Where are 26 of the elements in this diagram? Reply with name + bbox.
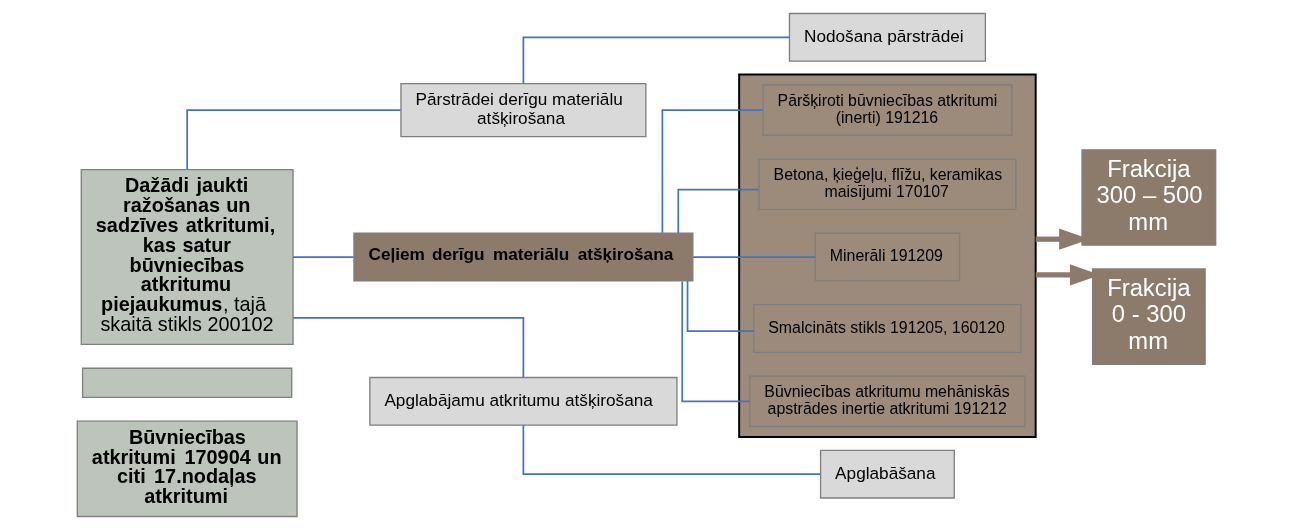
connector bbox=[661, 109, 764, 234]
node-box: Apglabājamu atkritumu atšķirošana bbox=[369, 376, 678, 426]
node-box: Frakcija 300 – 500 mm bbox=[1081, 149, 1217, 246]
node-box: Dažādi jaukti ražošanas un sadzīves atkritumi, kas satur būvniecības atkritumu piejaukumus, tajā skaitā stikls 200102 bbox=[80, 169, 294, 346]
node-box: Minerāli 191209 bbox=[814, 232, 961, 282]
node-box: Nodošana pārstrādei bbox=[788, 12, 987, 62]
node-box: Frakcija 0 - 300 mm bbox=[1091, 268, 1206, 365]
connector bbox=[681, 280, 751, 403]
node-box: Būvniecības atkritumi 170904 un citi 17.nodaļas atkritumi bbox=[76, 420, 298, 518]
node-box: Smalcināts stikls 191205, 160120 bbox=[753, 304, 1022, 354]
cluster bbox=[738, 73, 1037, 439]
connector bbox=[692, 256, 817, 258]
connector bbox=[292, 256, 355, 258]
node-box: Apglabāšana bbox=[819, 449, 955, 499]
connector bbox=[522, 36, 791, 85]
connector bbox=[292, 317, 525, 379]
node-box: Būvniecības atkritumu mehāniskās apstrādes inertie atkritumi 191212 bbox=[749, 375, 1026, 428]
node-box: Ceļiem derīgu materiālu atšķirošana bbox=[353, 232, 694, 282]
node-box: Pāršķiroti būvniecības atkritumi (inerti) 191216 bbox=[762, 84, 1013, 136]
connector bbox=[522, 424, 822, 475]
node-box: Betona, ķieģeļu, flīžu, keramikas maisījumi 170107 bbox=[758, 158, 1017, 211]
node-box: Pārstrādei derīgu materiālu atšķirošana bbox=[400, 83, 647, 138]
connector bbox=[686, 280, 755, 333]
connector bbox=[677, 188, 760, 234]
connector bbox=[186, 109, 402, 171]
node-box bbox=[81, 367, 293, 399]
